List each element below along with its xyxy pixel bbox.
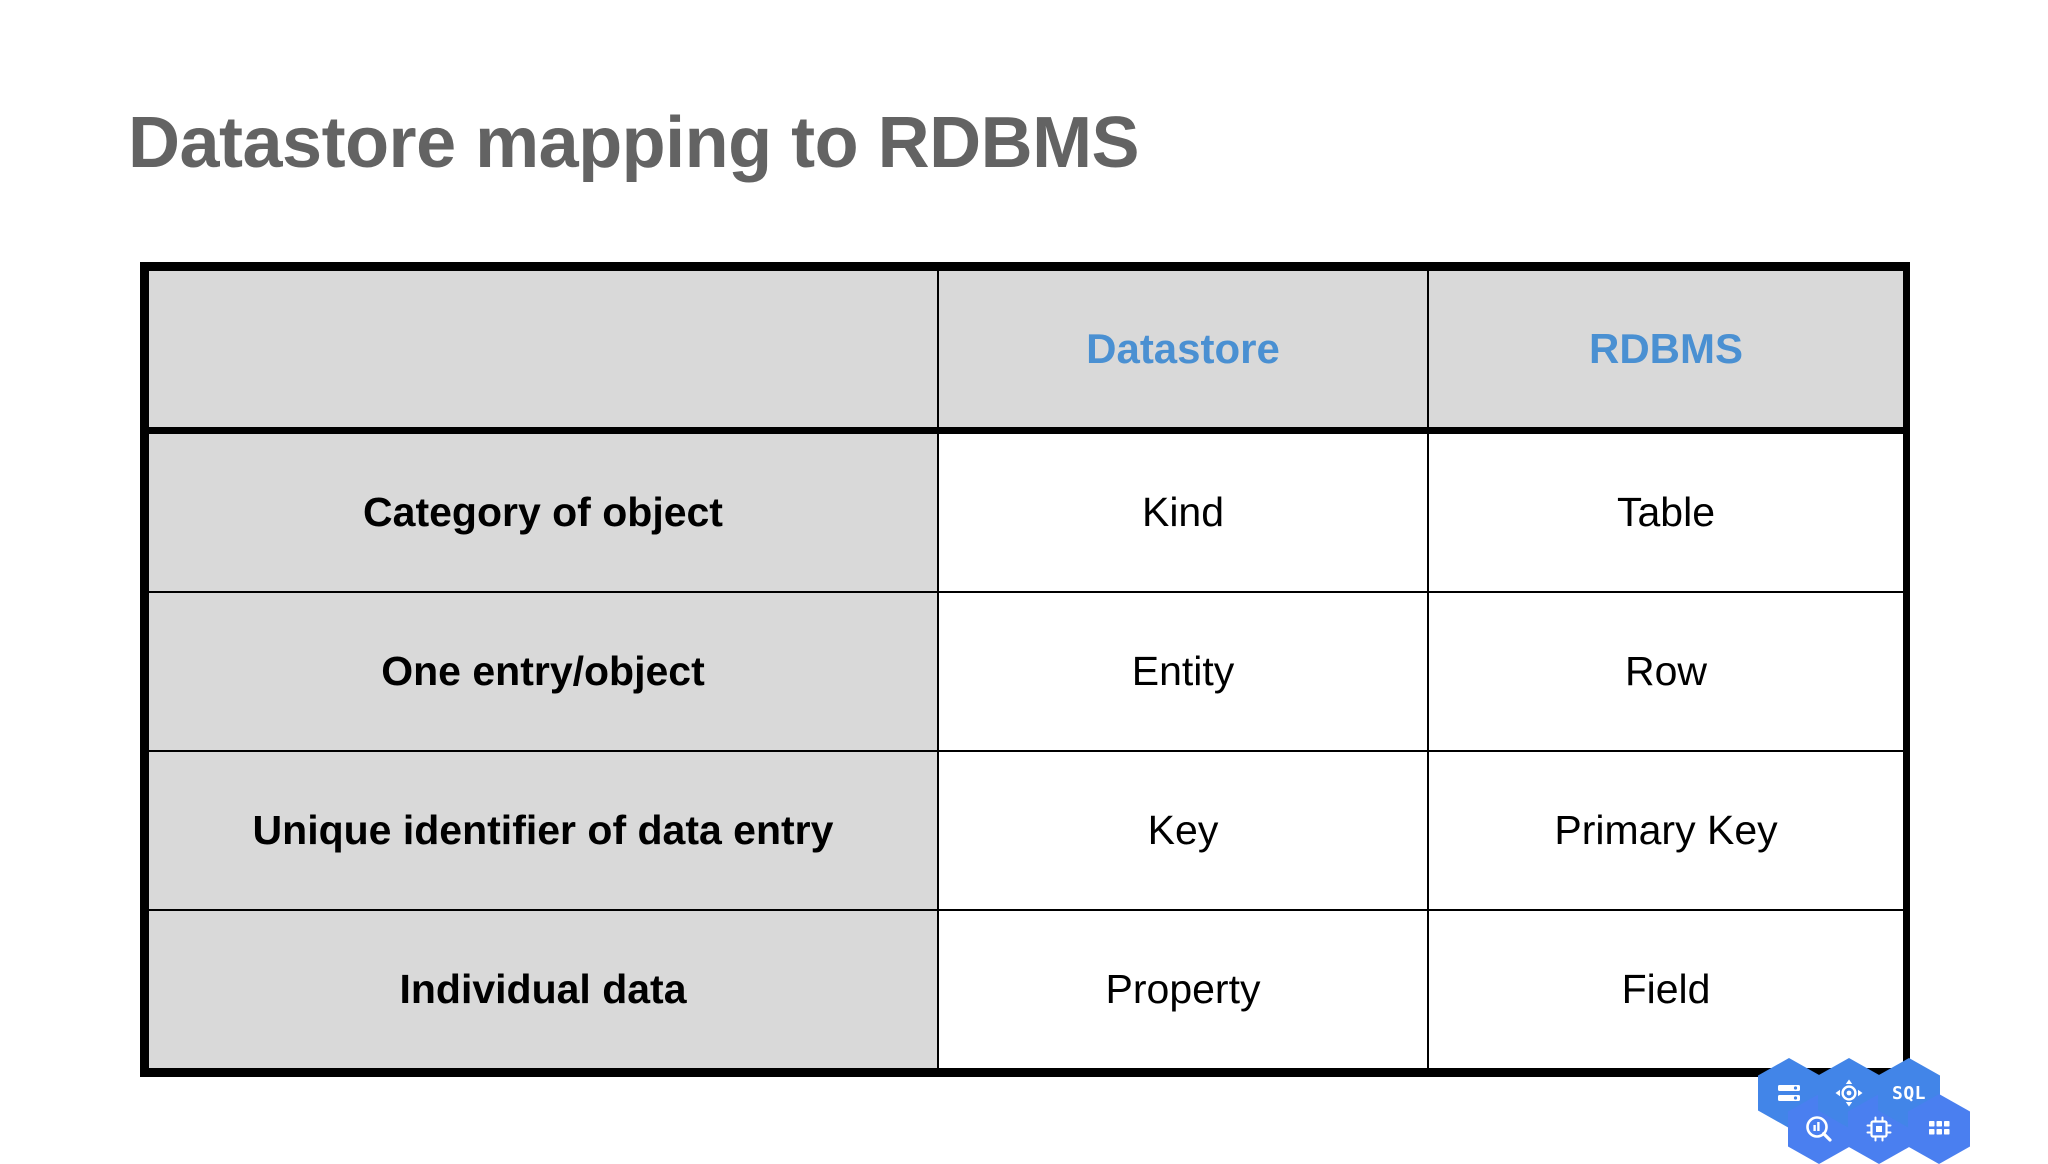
row-label-cell: Individual data	[147, 909, 939, 1070]
cell-rdbms-value: Row	[1624, 647, 1708, 694]
cell-rdbms: Table	[1427, 429, 1905, 593]
table-header-row: Datastore RDBMS	[147, 269, 1905, 434]
column-header-rdbms: RDBMS	[1427, 269, 1905, 434]
column-header-datastore-label: Datastore	[1086, 325, 1280, 372]
row-label-unique-identifier: Unique identifier of data entry	[252, 806, 834, 853]
mapping-table-container: Datastore RDBMS Category of object Kind …	[140, 262, 1910, 1077]
row-label-cell: Unique identifier of data entry	[147, 750, 939, 911]
cell-rdbms: Field	[1427, 909, 1905, 1070]
table-row: Category of object Kind Table	[147, 429, 1905, 593]
table-row: One entry/object Entity Row	[147, 591, 1905, 752]
table-corner-cell	[147, 269, 939, 434]
cell-datastore-value: Key	[1147, 806, 1219, 853]
page-title: Datastore mapping to RDBMS	[128, 103, 1140, 183]
cell-rdbms: Primary Key	[1427, 750, 1905, 911]
cell-datastore-value: Kind	[1141, 488, 1225, 535]
cell-rdbms-value: Primary Key	[1554, 806, 1778, 853]
cell-datastore-value: Property	[1105, 965, 1261, 1012]
cell-datastore: Entity	[937, 591, 1429, 752]
gcp-product-icon-cluster: SQL	[1758, 1058, 2028, 1164]
cell-datastore-value: Entity	[1131, 647, 1235, 694]
cloud-sql-label: SQL	[1891, 1082, 1926, 1104]
row-label-cell: Category of object	[147, 429, 939, 593]
table-row: Individual data Property Field	[147, 909, 1905, 1070]
row-label-individual-data: Individual data	[399, 965, 687, 1012]
row-label-category-of-object: Category of object	[363, 488, 723, 535]
column-header-rdbms-label: RDBMS	[1589, 325, 1743, 372]
table-row: Unique identifier of data entry Key Prim…	[147, 750, 1905, 911]
column-header-datastore: Datastore	[937, 269, 1429, 434]
cell-datastore: Key	[937, 750, 1429, 911]
cell-rdbms-value: Table	[1616, 488, 1715, 535]
cell-datastore: Kind	[937, 429, 1429, 593]
cell-rdbms: Row	[1427, 591, 1905, 752]
row-label-cell: One entry/object	[147, 591, 939, 752]
row-label-one-entry-object: One entry/object	[381, 647, 705, 694]
cell-datastore: Property	[937, 909, 1429, 1070]
cell-rdbms-value: Field	[1621, 965, 1711, 1012]
datastore-rdbms-mapping-table: Datastore RDBMS Category of object Kind …	[147, 269, 1905, 1070]
